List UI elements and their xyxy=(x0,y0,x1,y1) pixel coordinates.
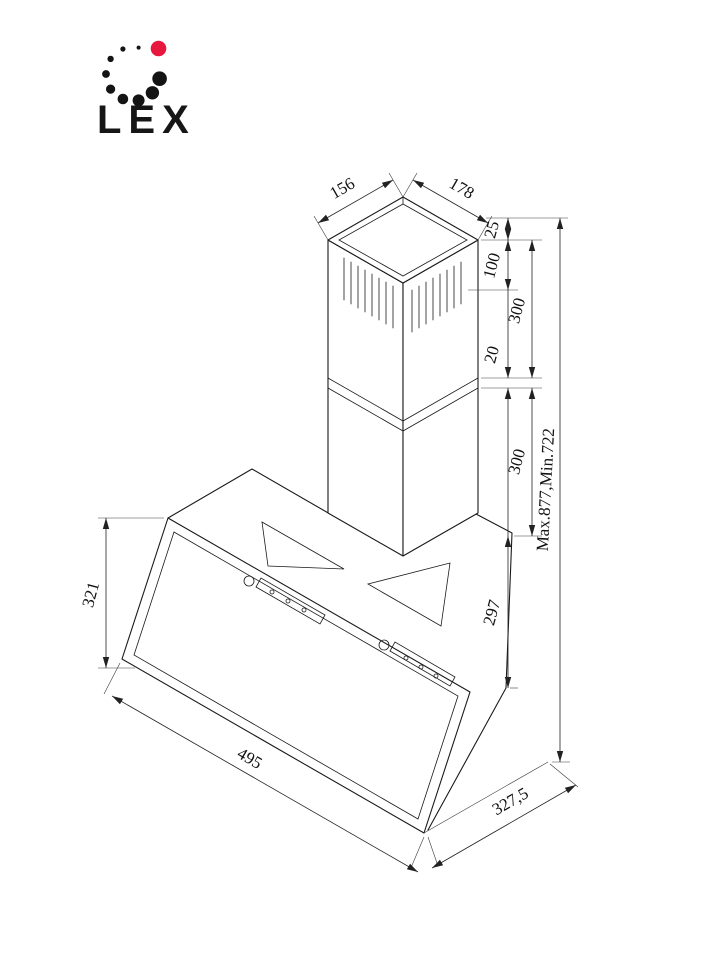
telescope-seam-upper xyxy=(327,377,479,422)
dim-label-20: 20 xyxy=(480,344,503,365)
duct-top-opening xyxy=(338,203,468,277)
stiffener-triangle-left xyxy=(261,521,345,570)
dim-label-max-min-height: Max.877,Min.722 xyxy=(533,428,558,552)
glass-handle-lower xyxy=(378,639,456,687)
brand-text: LEX xyxy=(97,98,196,142)
glass-panel xyxy=(121,517,471,834)
glass-handle-upper xyxy=(243,575,326,625)
lex-logo: LEX xyxy=(97,40,196,142)
duct-left-face xyxy=(327,239,404,557)
dim-label-25: 25 xyxy=(480,219,503,240)
dim-label-297: 297 xyxy=(479,597,504,627)
dimension-lines xyxy=(102,179,577,873)
hood-body xyxy=(121,468,549,834)
dim-label-327-5: 327,5 xyxy=(489,783,532,819)
vent-slots-right xyxy=(411,261,462,333)
dim-label-156: 156 xyxy=(326,174,358,203)
dim-label-178: 178 xyxy=(446,174,478,203)
chimney-duct xyxy=(327,196,479,557)
logo-dotted-c xyxy=(102,45,167,107)
duct-right-face xyxy=(402,239,479,557)
hood-top-left-edge xyxy=(167,468,331,519)
telescope-seam-lower xyxy=(327,387,479,432)
vent-slots-left xyxy=(343,257,394,329)
dim-label-100: 100 xyxy=(479,251,504,281)
logo-red-dot xyxy=(150,40,167,57)
glass-inner-frame xyxy=(133,531,459,820)
dim-label-321: 321 xyxy=(78,580,103,610)
stiffener-triangle-right xyxy=(366,562,451,627)
